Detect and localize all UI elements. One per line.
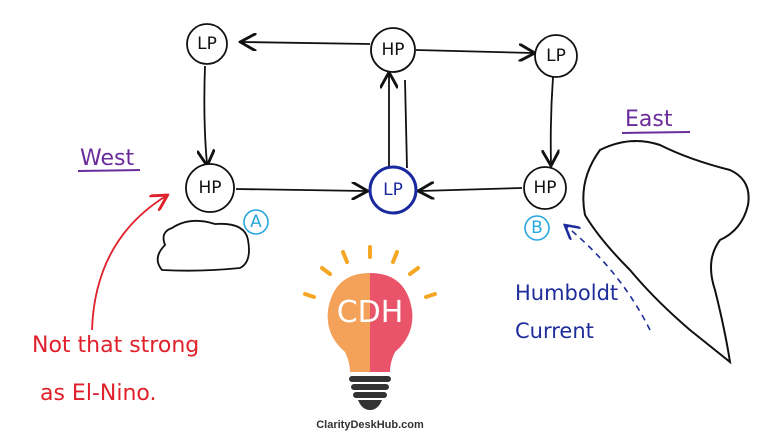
note-line-2: as El-Nino. xyxy=(40,381,156,406)
node-hp-east: HP xyxy=(523,166,567,210)
arrow-hp-to-lp-top-right xyxy=(415,50,533,53)
label-west: West xyxy=(80,146,134,171)
node-lp-top-right: LP xyxy=(534,34,578,78)
node-hp-top-center: HP xyxy=(370,27,416,73)
note-arrow xyxy=(91,196,166,331)
marker-a: A xyxy=(243,209,269,235)
bulb-base-icon xyxy=(349,376,391,410)
svg-text:B: B xyxy=(531,218,543,238)
claritydeskhub-logo: CDH ClarityDeskHub.com xyxy=(303,245,437,431)
arrow-hp-east-to-lp-center xyxy=(420,188,523,191)
arrow-lp-down-east xyxy=(551,76,553,164)
svg-text:LP: LP xyxy=(197,34,217,54)
humboldt-line-2: Current xyxy=(515,319,594,343)
logo-site: ClarityDeskHub.com xyxy=(316,419,424,431)
south-america-shape xyxy=(582,140,750,365)
svg-text:HP: HP xyxy=(381,40,404,60)
note-line-1: Not that strong xyxy=(32,333,199,358)
light-rays-icon xyxy=(303,245,437,299)
node-lp-top-left: LP xyxy=(186,23,228,65)
arrow-lp-down-west xyxy=(204,65,207,164)
arrow-rising-2 xyxy=(404,79,408,169)
arrow-hp-to-lp-top-left xyxy=(242,42,371,44)
marker-b: B xyxy=(524,215,550,241)
west-underline xyxy=(77,169,141,172)
bulb-right-half xyxy=(370,273,413,372)
node-lp-center: LP xyxy=(368,165,418,215)
arrow-hp-west-to-lp-center xyxy=(235,189,366,191)
svg-text:HP: HP xyxy=(533,178,556,198)
bulb-left-half xyxy=(327,273,370,372)
east-underline xyxy=(621,131,691,134)
svg-text:LP: LP xyxy=(546,46,566,66)
svg-text:HP: HP xyxy=(198,178,221,198)
svg-text:A: A xyxy=(250,212,262,232)
node-hp-west: HP xyxy=(185,163,235,213)
label-east: East xyxy=(625,107,673,132)
humboldt-line-1: Humboldt xyxy=(515,281,618,305)
west-island-shape xyxy=(156,219,250,272)
humboldt-current-arrow xyxy=(566,226,651,331)
svg-text:LP: LP xyxy=(383,180,403,200)
logo-initials: CDH xyxy=(337,295,404,330)
